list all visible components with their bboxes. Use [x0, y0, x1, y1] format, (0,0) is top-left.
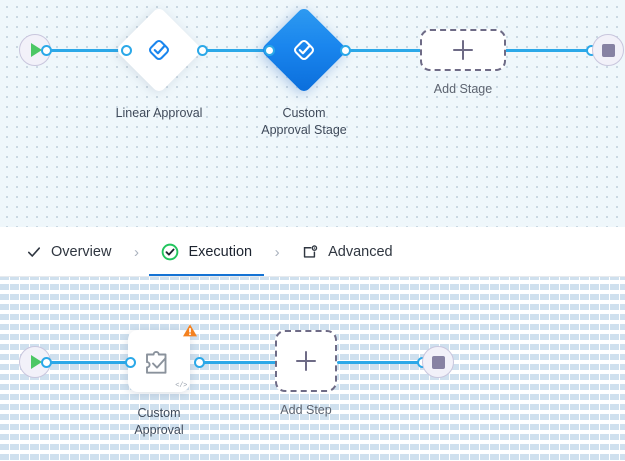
check-icon: [26, 244, 42, 260]
stage-custom-port-in[interactable]: [264, 45, 275, 56]
connector-custom-to-addstage: [342, 49, 422, 52]
tab-execution-label: Execution: [188, 244, 253, 260]
puzzle-check-icon: [143, 347, 175, 382]
add-stage-label: Add Stage: [433, 82, 493, 96]
add-step-button[interactable]: [275, 330, 337, 392]
stage-linear-port-in[interactable]: [121, 45, 132, 56]
tab-separator-1: ›: [133, 243, 139, 261]
tab-execution[interactable]: Execution: [149, 227, 264, 277]
stop-icon: [601, 43, 615, 57]
step-flow-canvas[interactable]: </> Custom Approval Add Step: [0, 277, 625, 461]
step-custom-approval-port-in[interactable]: [125, 357, 136, 368]
tab-advanced-label: Advanced: [328, 244, 393, 260]
window-gear-icon: [302, 244, 319, 261]
approval-check-diamond-icon: [146, 37, 172, 63]
connector-addstage-to-end: [505, 49, 590, 52]
stop-icon: [431, 355, 445, 369]
plus-icon: [453, 40, 473, 60]
add-step-label: Add Step: [280, 403, 332, 417]
connector-custom-approval-to-addstep: [197, 361, 277, 364]
stage-end-node[interactable]: [592, 34, 624, 66]
connector-start-to-custom-approval: [44, 361, 128, 364]
tab-overview-label: Overview: [51, 244, 112, 260]
stage-linear-port-out[interactable]: [197, 45, 208, 56]
tab-separator-2: ›: [274, 243, 280, 261]
add-stage-button[interactable]: [420, 29, 506, 71]
code-badge: </>: [175, 382, 187, 390]
approval-check-diamond-icon: [291, 37, 317, 63]
stage-flow-canvas[interactable]: Linear Approval Custom Approval Stage Ad…: [0, 0, 625, 227]
step-label-custom-approval: Custom Approval: [134, 406, 184, 437]
step-end-node[interactable]: [422, 346, 454, 378]
step-node-custom-approval[interactable]: </>: [128, 324, 197, 392]
check-circle-green-icon: [161, 243, 179, 261]
stage-node-custom-approval-stage[interactable]: [260, 6, 348, 94]
connector-start-to-linear: [44, 49, 124, 52]
warning-triangle-icon[interactable]: [182, 323, 198, 343]
workflow-tabbar: Overview › Execution › Adv: [0, 227, 625, 277]
play-icon: [31, 355, 42, 369]
stage-label-linear-approval: Linear Approval: [115, 106, 203, 120]
step-custom-approval-port-out[interactable]: [194, 357, 205, 368]
stage-label-custom-approval-stage: Custom Approval Stage: [261, 106, 347, 137]
step-start-port[interactable]: [41, 357, 52, 368]
connector-addstep-to-end: [337, 361, 420, 364]
stage-start-port[interactable]: [41, 45, 52, 56]
tab-advanced[interactable]: Advanced: [290, 227, 405, 277]
stage-node-linear-approval[interactable]: [115, 6, 203, 94]
play-icon: [31, 43, 42, 57]
connector-linear-to-custom: [200, 49, 266, 52]
plus-icon: [296, 351, 316, 371]
tab-overview[interactable]: Overview: [14, 227, 123, 277]
stage-custom-port-out[interactable]: [340, 45, 351, 56]
